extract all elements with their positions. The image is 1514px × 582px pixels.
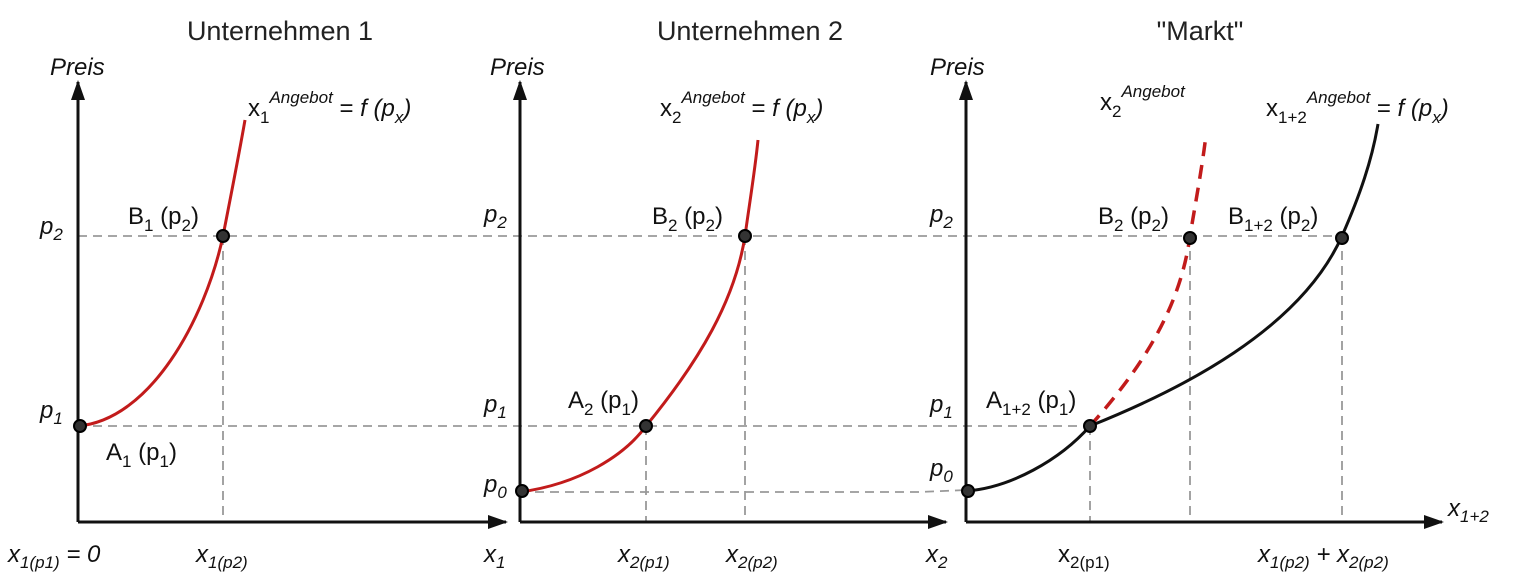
- x-tick-market-sum: x1(p2) + x2(p2): [1257, 541, 1389, 572]
- supply-curve-label-1: x1Angebot = f (px): [248, 88, 411, 127]
- y-axis-label-3: Preis: [930, 54, 985, 81]
- x-axis-label-3: x1+2: [1447, 495, 1489, 526]
- x-tick-market-x2p1: x2(p1): [1058, 541, 1110, 572]
- label-B2: B2 (p2): [652, 203, 723, 235]
- p1-tick-2: p1: [483, 391, 507, 422]
- panel-title-1: Unternehmen 1: [187, 16, 373, 46]
- supply-curve-label-2-dashed: x2Angebot: [1100, 82, 1186, 121]
- point-B2: [738, 229, 752, 243]
- point-A1: [73, 419, 87, 433]
- x-axis-label-2: x2: [925, 541, 948, 572]
- label-A1: A1 (p1): [106, 439, 177, 471]
- label-A2: A2 (p1): [568, 387, 639, 419]
- panel-unternehmen-1: Unternehmen 1 Preis p2 p1 x1Angebot = f …: [7, 16, 508, 572]
- supply-curve-2: [519, 139, 760, 494]
- market-supply-curve-label: x1+2Angebot = f (px): [1266, 88, 1449, 127]
- label-A12: A1+2 (p1): [986, 387, 1076, 419]
- panel-markt: "Markt" Preis p2 p1 p0 x2Angebot x1+2Ang…: [929, 16, 1489, 572]
- guide-lines: [78, 235, 1343, 522]
- label-B2-market: B2 (p2): [1098, 203, 1169, 235]
- point-p0-2: [515, 484, 529, 498]
- panel-title-3: "Markt": [1157, 16, 1244, 46]
- p1-tick-1: p1: [39, 397, 63, 428]
- point-A2: [639, 419, 653, 433]
- supply-curve-label-2: x2Angebot = f (px): [660, 88, 823, 127]
- p2-tick-2: p2: [483, 201, 507, 232]
- x-tick-x2p1: x2(p1): [617, 541, 670, 572]
- point-A12: [1083, 419, 1097, 433]
- p2-tick-1: p2: [39, 213, 63, 244]
- label-B12: B1+2 (p2): [1228, 203, 1318, 235]
- p1-tick-3: p1: [929, 391, 953, 422]
- point-p0-3: [961, 484, 975, 498]
- x-axis-label-1: x1: [483, 541, 505, 572]
- label-B1: B1 (p2): [128, 203, 199, 235]
- point-B12: [1335, 231, 1349, 245]
- panel-unternehmen-2: Unternehmen 2 Preis p2 p1 p0 x2Angebot =…: [483, 16, 948, 572]
- point-B2-market: [1183, 231, 1197, 245]
- market-supply-curve: [965, 123, 1380, 493]
- x-tick-x1p2: x1(p2): [195, 541, 248, 572]
- point-B1: [216, 229, 230, 243]
- p0-tick-2: p0: [483, 471, 507, 502]
- x-tick-x1p1: x1(p1) = 0: [7, 541, 101, 572]
- p0-tick-3: p0: [929, 455, 953, 486]
- p0-guide-line: [520, 489, 967, 493]
- x-tick-x2p2: x2(p2): [725, 541, 778, 572]
- p2-tick-3: p2: [929, 201, 953, 232]
- supply-curve-2-dashed: [1088, 134, 1208, 428]
- y-axis-label-2: Preis: [490, 54, 545, 81]
- y-axis-label-1: Preis: [50, 54, 105, 81]
- panel-title-2: Unternehmen 2: [657, 16, 843, 46]
- supply-curve-1: [77, 119, 247, 428]
